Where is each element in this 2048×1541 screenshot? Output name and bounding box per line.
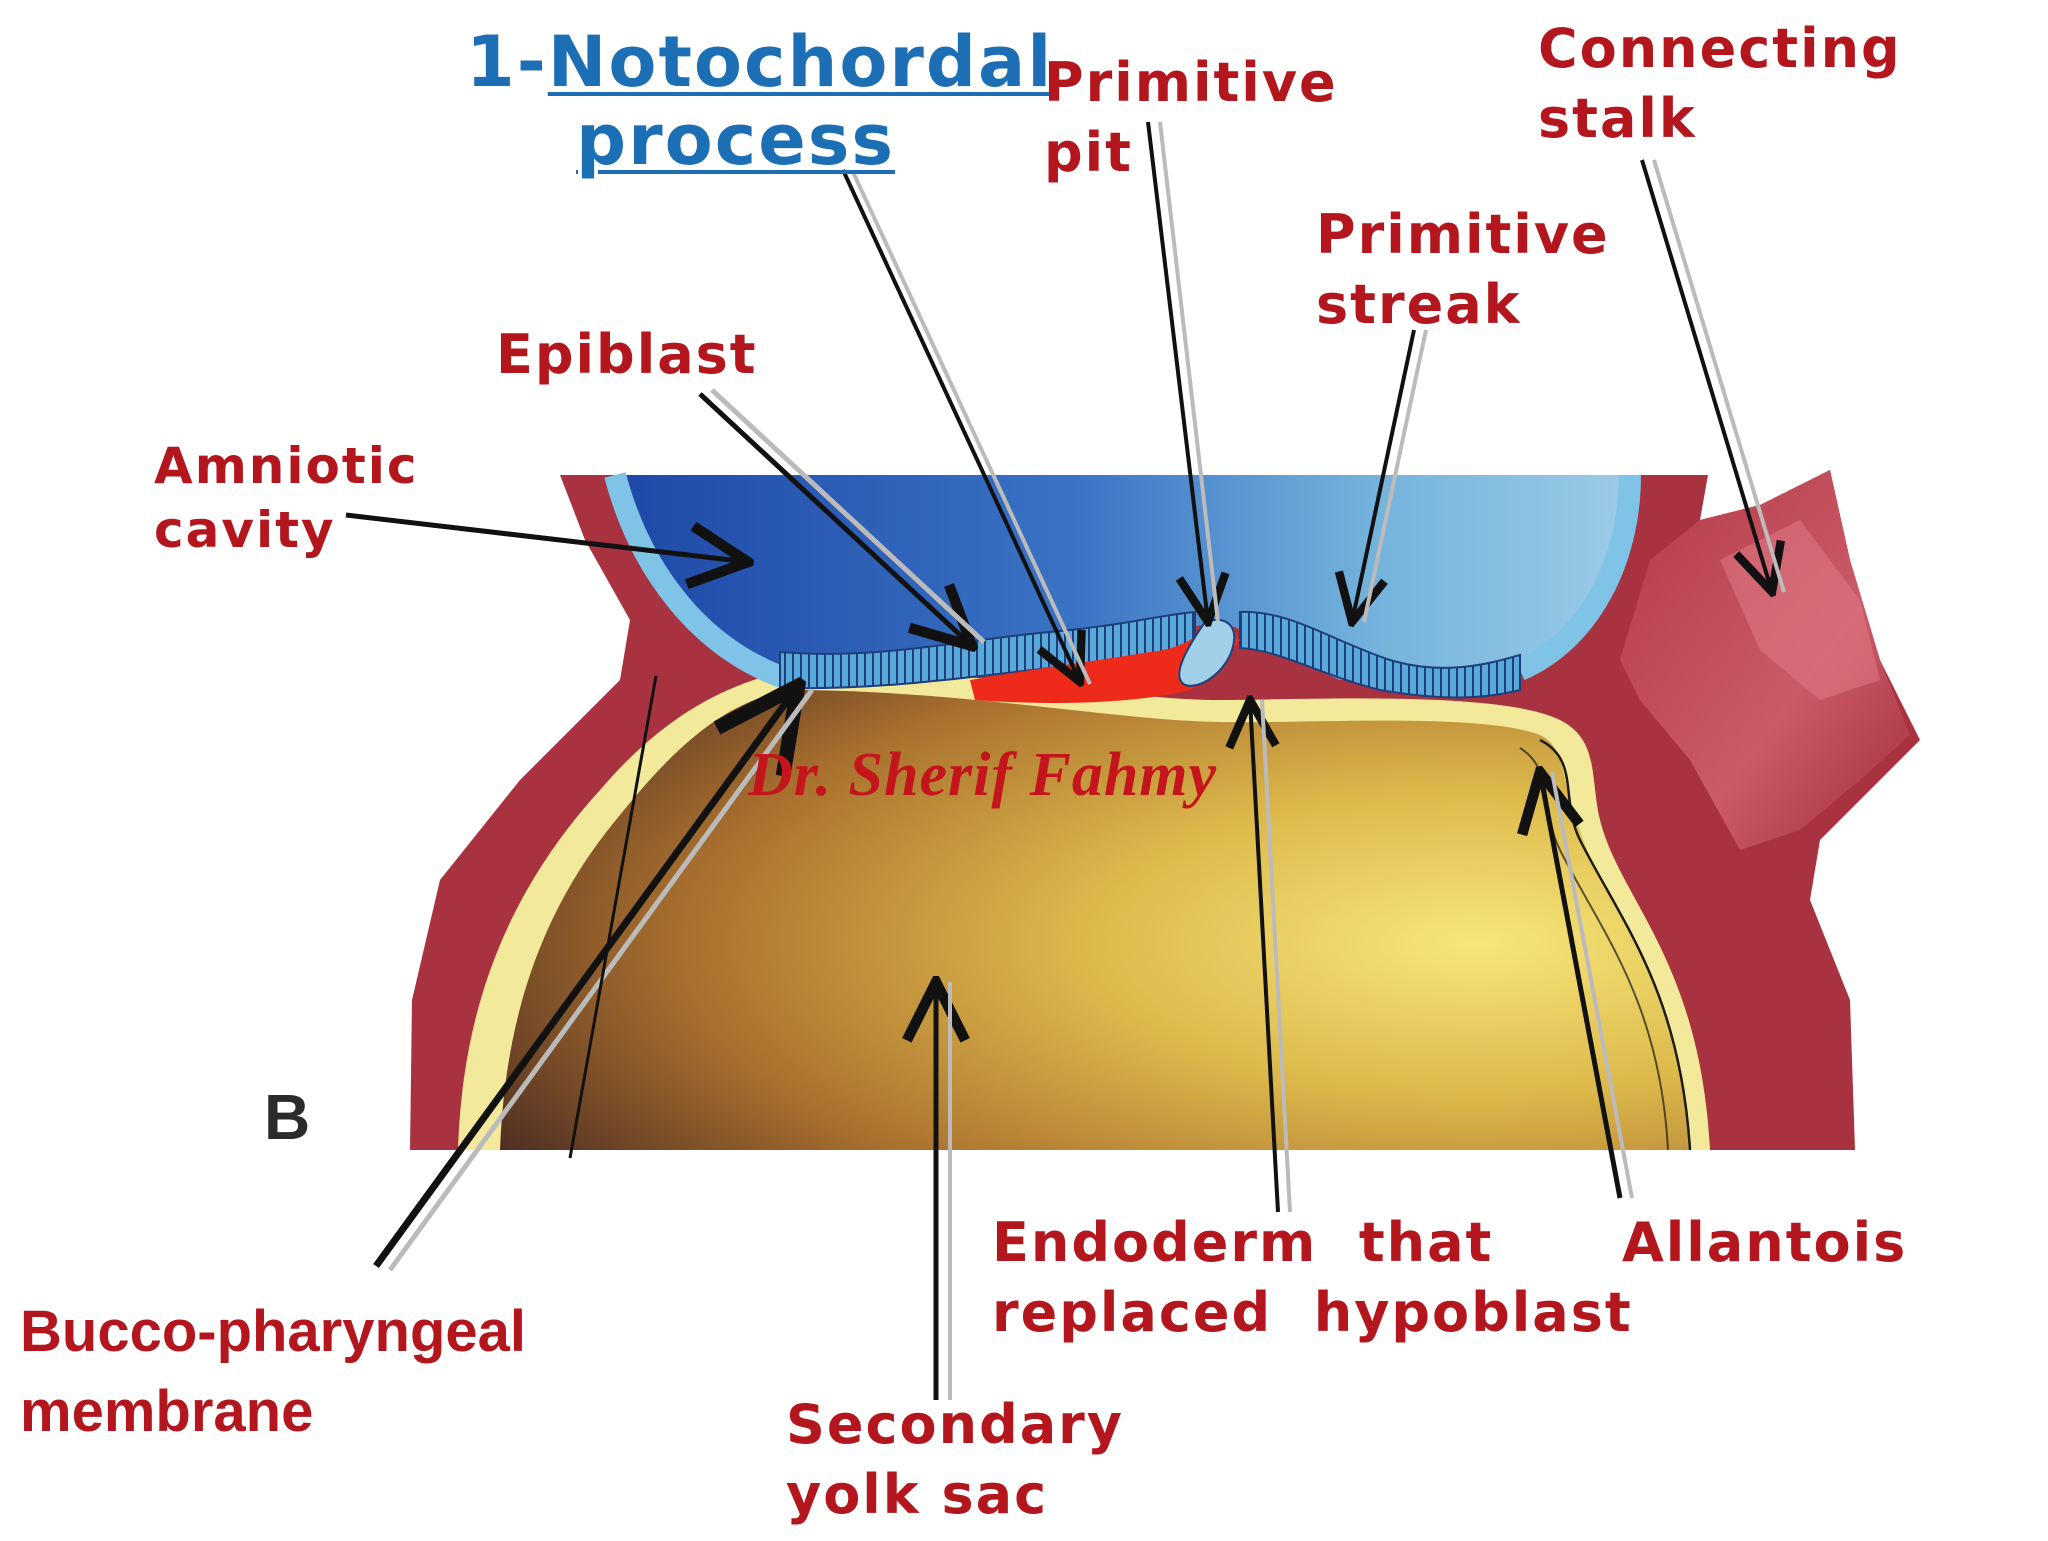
watermark: Dr. Sherif Fahmy [748, 741, 1218, 809]
title-line2-wrap: process [576, 100, 895, 180]
leader-connecting-stalk [1640, 159, 1772, 592]
leader-primitive-pit [1146, 121, 1208, 622]
title: 1-Notochordal [466, 22, 1053, 102]
leader-allantois [1540, 772, 1623, 1199]
label-allantois: Allantois [1622, 1211, 1908, 1274]
connecting-stalk-region [1620, 470, 1910, 850]
label-amniotic-cavity: Amniotic cavity [154, 437, 419, 559]
label-secondary-yolk-sac: Secondary yolk sac [786, 1393, 1124, 1526]
title-line2: process [576, 99, 896, 181]
label-primitive-streak: Primitive streak [1316, 203, 1610, 336]
leader-amniotic [345, 512, 748, 562]
amnion-membrane [604, 472, 1641, 691]
label-epiblast: Epiblast [496, 323, 758, 386]
leader-primitive-streak [1352, 329, 1416, 622]
label-bucco-pharyngeal: Bucco-pharyngeal membrane [20, 1299, 526, 1444]
leader-bucco [373, 686, 798, 1269]
leader-epiblast [698, 392, 972, 646]
leader-extra [568, 675, 658, 1159]
leader-lines [345, 121, 1786, 1400]
label-endoderm: Endoderm that replaced hypoblast [992, 1211, 1633, 1344]
title-line1: Notochordal [547, 21, 1054, 103]
label-primitive-pit: Primitive pit [1044, 51, 1338, 184]
secondary-yolk-sac [500, 690, 1690, 1150]
leader-notochordal [841, 169, 1080, 682]
label-connecting-stalk: Connecting stalk [1538, 17, 1902, 150]
panel-letter: B [264, 1081, 311, 1153]
epiblast-layer-right [1239, 610, 1521, 699]
title-prefix: 1- [466, 21, 548, 103]
leader-endoderm [1250, 700, 1280, 1213]
